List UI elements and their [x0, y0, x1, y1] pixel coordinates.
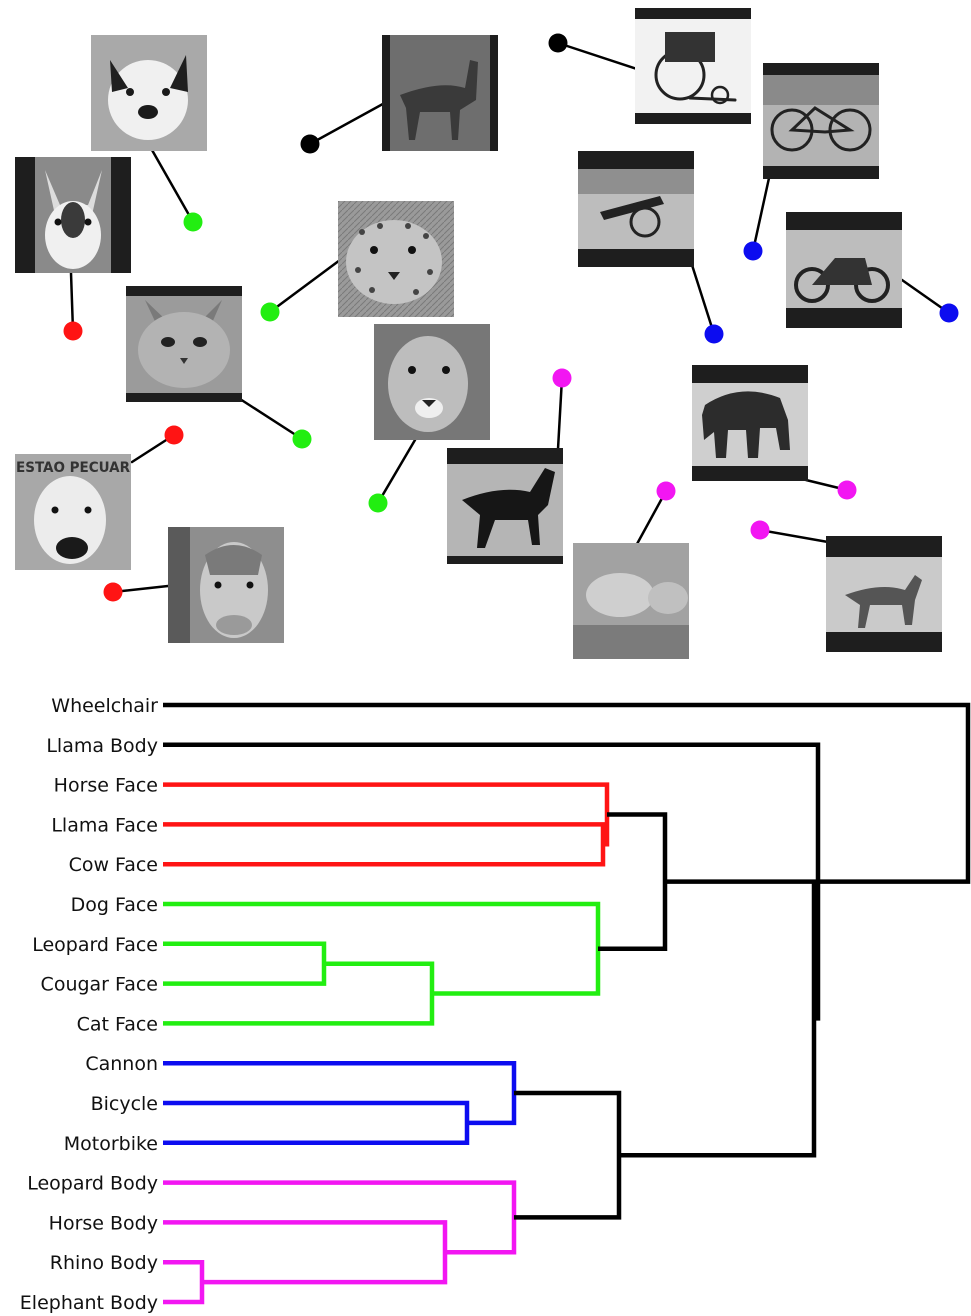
leaf-label-wheelchair: Wheelchair: [51, 695, 158, 717]
leaf-label-cow-face: Cow Face: [69, 854, 158, 876]
thumbnail-cougar-face: [368, 324, 490, 513]
thumbnail-horse-face: [103, 527, 284, 643]
cow-face-caption: ESTAO PECUAR: [16, 460, 130, 476]
leaf-label-dog-face: Dog Face: [71, 894, 158, 916]
link-blue-cluster: [163, 1060, 517, 1126]
thumbnail-dog-face: [91, 35, 207, 232]
leaf-label-motorbike: Motorbike: [64, 1133, 158, 1155]
link-rhino-elephant: [163, 1259, 205, 1305]
thumbnail-horse-body: [447, 368, 572, 564]
thumbnail-motorbike: [786, 212, 959, 328]
link-cat-face: [163, 961, 435, 1026]
leaf-label-cougar-face: Cougar Face: [41, 974, 158, 996]
link-red-cluster: [163, 782, 610, 847]
link-magenta-cluster: [163, 1180, 517, 1255]
leaf-label-cannon: Cannon: [85, 1053, 158, 1075]
thumbnail-leopard-face: [260, 201, 454, 322]
leaf-label-leopard-face: Leopard Face: [32, 934, 158, 956]
leaf-label-llama-face: Llama Face: [51, 814, 158, 836]
link-horse-body: [163, 1220, 448, 1285]
leaf-label-bicycle: Bicycle: [91, 1093, 158, 1115]
thumbnail-wheelchair: [548, 8, 751, 124]
leaf-label-llama-body: Llama Body: [46, 735, 158, 757]
leaf-label-cat-face: Cat Face: [77, 1013, 158, 1035]
thumbnail-llama-face: [15, 157, 131, 341]
thumbnail-cow-face: ESTAO PECUAR: [15, 425, 184, 570]
thumbnail-rhino-body: [573, 481, 689, 659]
thumbnail-leopard-body: [750, 520, 942, 652]
thumbnail-cat-face: [126, 286, 312, 449]
link-blue-magenta: [514, 1090, 622, 1220]
thumbnail-elephant-body: [692, 365, 857, 500]
dendrogram-links: [163, 702, 971, 1305]
thumbnail-bicycle: [743, 63, 879, 261]
thumbnail-llama-body: [300, 35, 498, 154]
leaf-label-rhino-body: Rhino Body: [50, 1252, 158, 1274]
link-root-wheelchair: [163, 702, 971, 884]
link-green-cluster: [163, 901, 601, 996]
thumbnail-collage: ESTAO PECUAR: [15, 8, 959, 659]
leaf-label-horse-body: Horse Body: [49, 1212, 158, 1234]
link-faces-objects: [619, 879, 817, 1158]
leaf-label-leopard-body: Leopard Body: [27, 1173, 158, 1195]
link-leopardface-cougarface: [163, 941, 327, 986]
link-bicycle-motorbike: [163, 1100, 470, 1146]
thumbnail-cannon: [578, 151, 724, 344]
leaf-label-horse-face: Horse Face: [54, 775, 158, 797]
link-llamaface-cowface: [163, 822, 606, 867]
leaf-label-elephant-body: Elephant Body: [20, 1292, 158, 1314]
